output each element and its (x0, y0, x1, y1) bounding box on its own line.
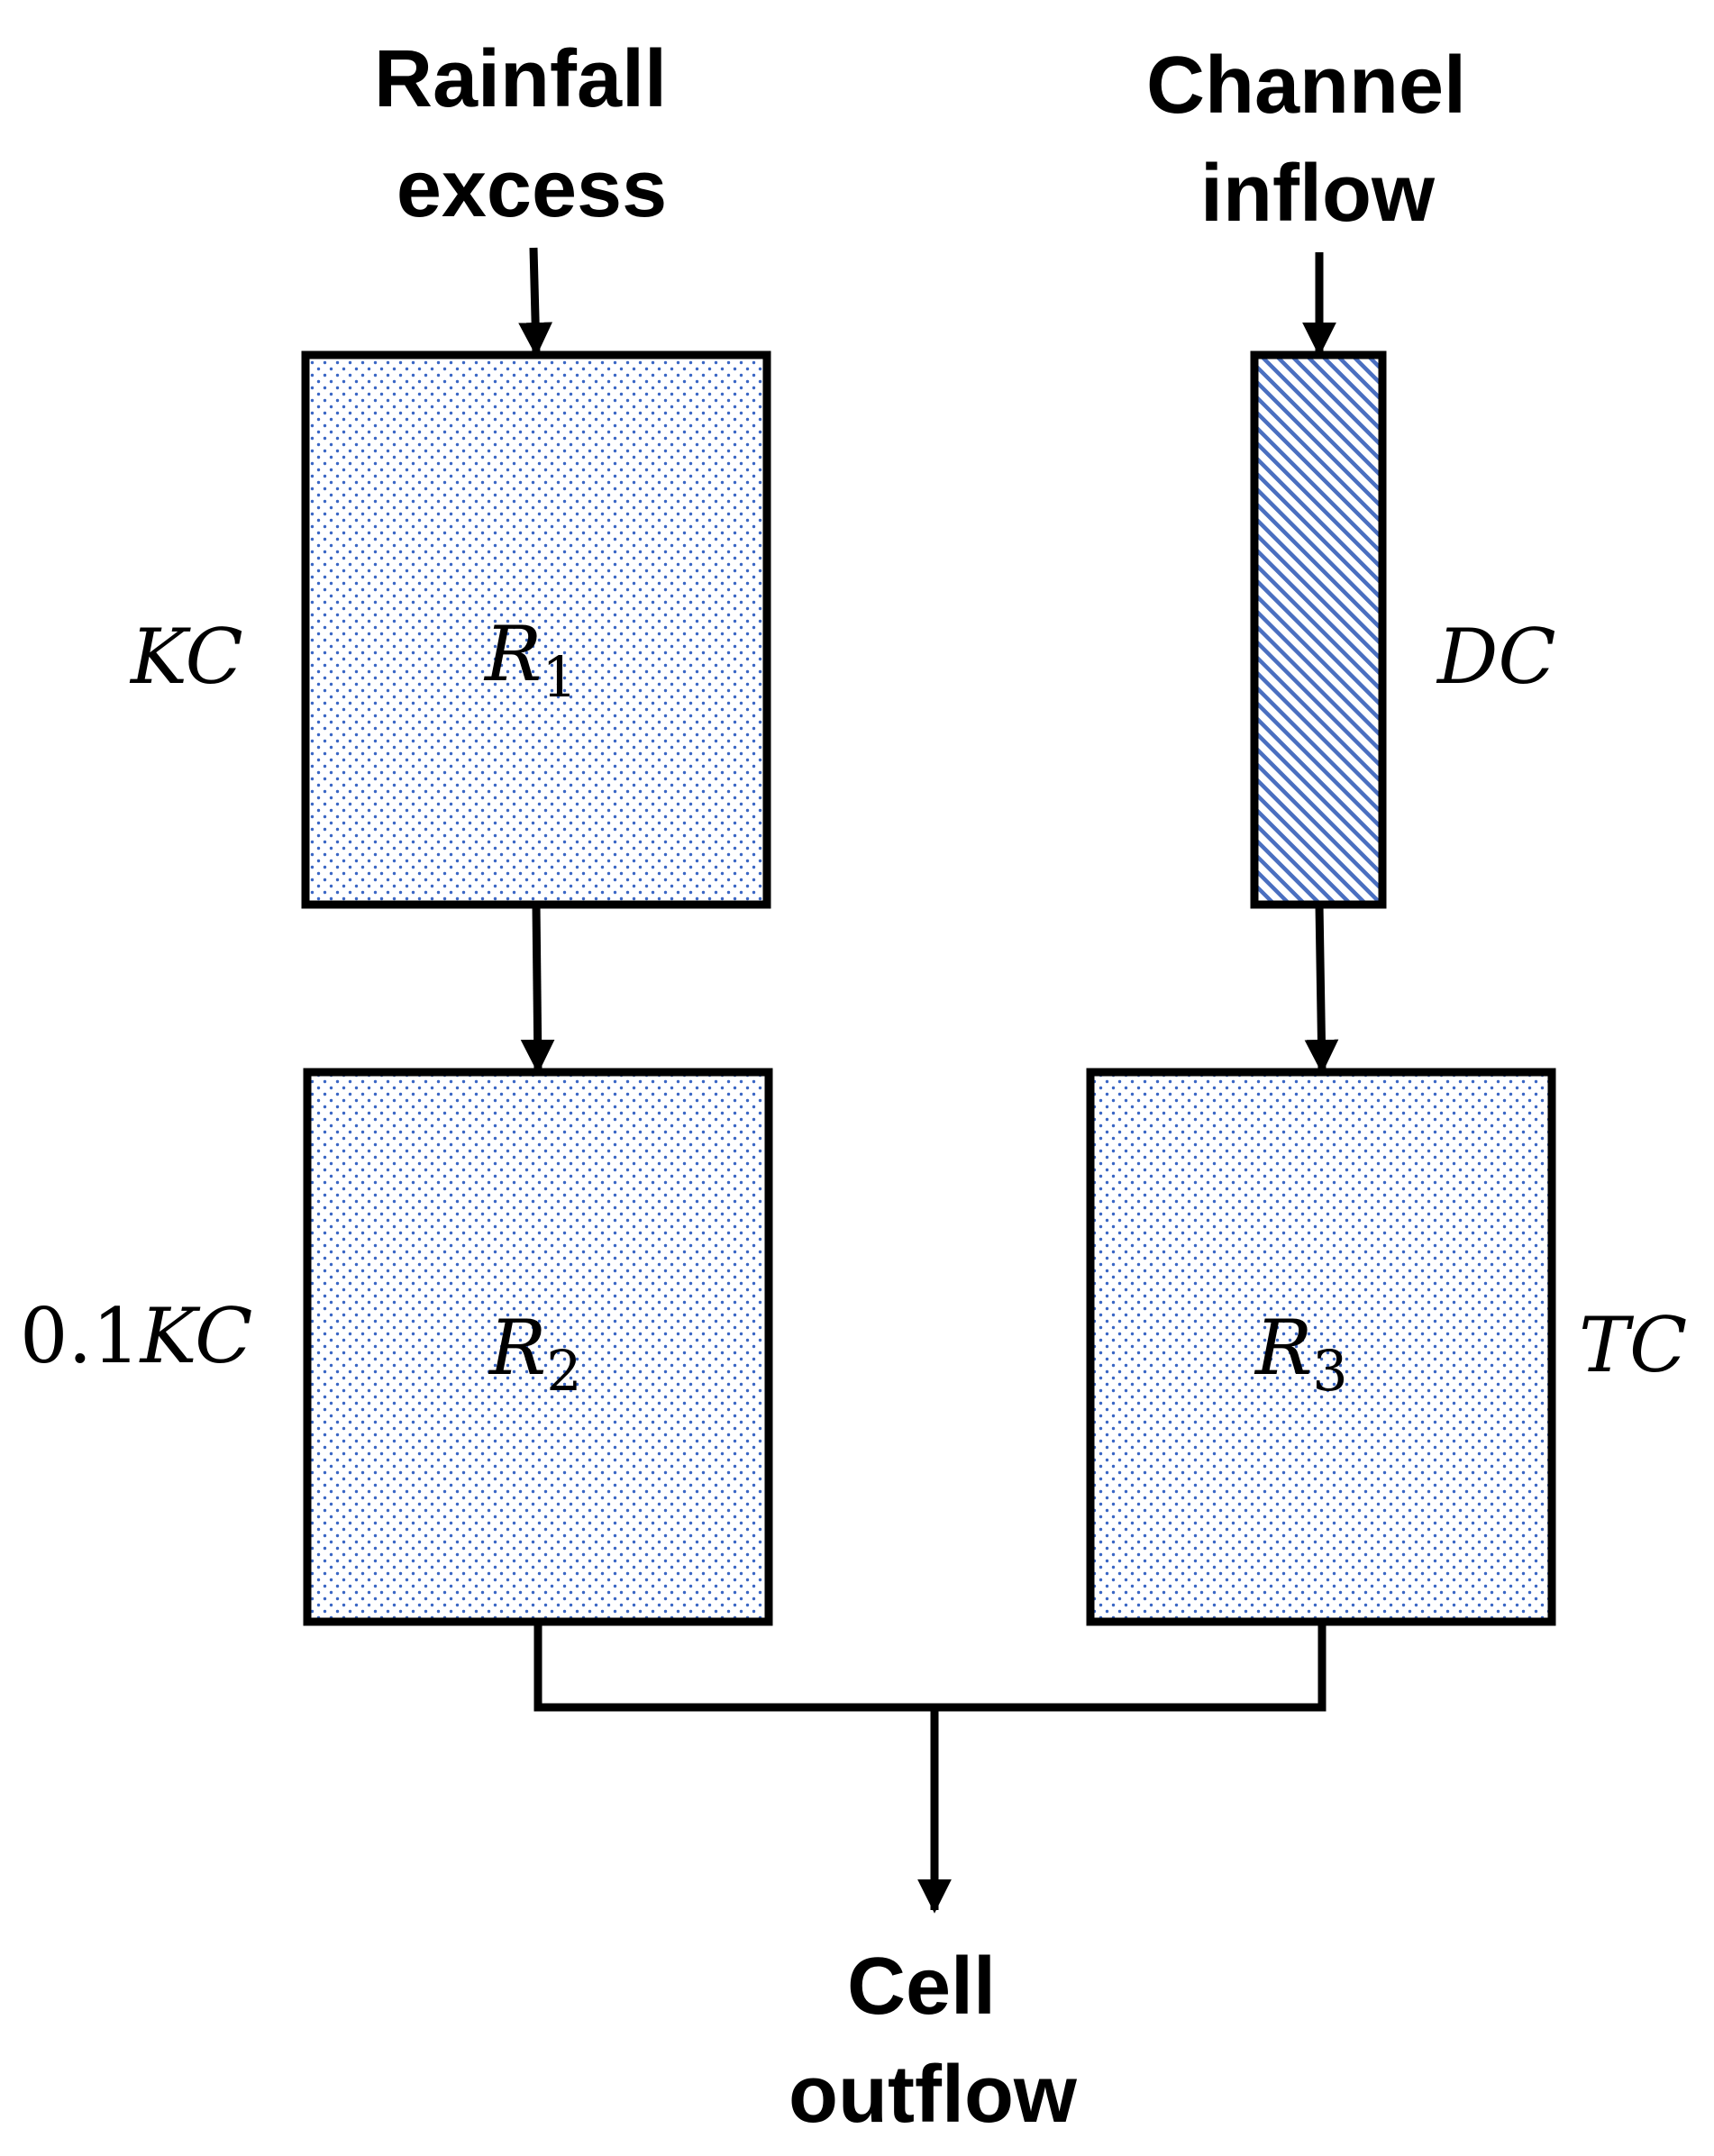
param-0-1kc-label: 0.1KC (20, 1292, 252, 1380)
reservoir-r1-label: R1 (483, 610, 578, 710)
outflow-collector (533, 1622, 1327, 1712)
cell-outflow-label: Cell outflow (789, 1942, 1078, 2140)
param-tc-label: TC (1579, 1301, 1687, 1389)
rainfall-input-arrow (518, 247, 553, 357)
param-dc-label: DC (1436, 613, 1556, 701)
rainfall-excess-label: Rainfall excess (374, 34, 689, 234)
r1-to-r2-arrow (520, 904, 555, 1074)
reservoir-r2-label: R2 (488, 1304, 582, 1404)
channel-inflow-label: Channel inflow (1146, 41, 1489, 239)
channel-delay-reservoir (1250, 350, 1387, 909)
reservoir-r3 (1086, 1068, 1556, 1626)
reservoir-r2 (303, 1068, 773, 1626)
delay-to-r3-arrow (1304, 904, 1339, 1074)
reservoir-r3-label: R3 (1254, 1304, 1348, 1404)
param-kc-label: KC (129, 613, 243, 701)
